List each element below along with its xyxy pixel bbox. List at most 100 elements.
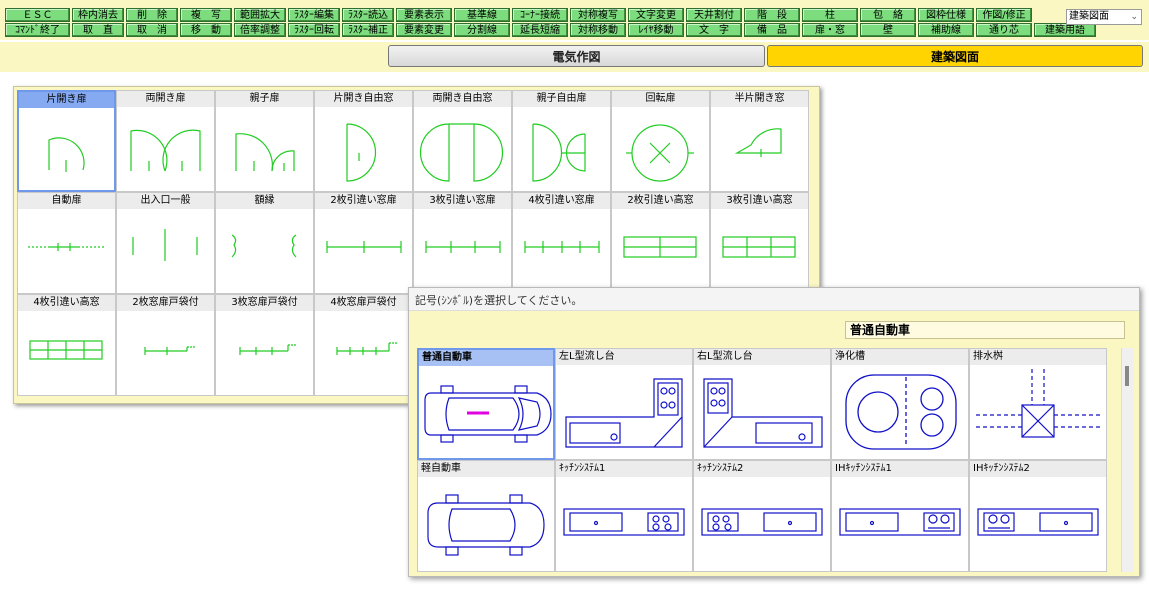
symbol-4-sliding-high-window[interactable]: 4枚引違い高窓 xyxy=(17,294,116,396)
symbol-3-sliding-high-window[interactable]: 3枚引違い高窓 xyxy=(710,192,809,294)
kitchen-system-1-icon xyxy=(563,508,685,536)
symbol-left-l-sink[interactable]: 左L型流し台 xyxy=(555,348,693,460)
delete-button[interactable]: 削 除 xyxy=(126,8,178,22)
layer-move-button[interactable]: ﾚｲﾔ移動 xyxy=(628,23,684,37)
mirror-move-button[interactable]: 対称移動 xyxy=(570,23,626,37)
column-button[interactable]: 柱 xyxy=(802,8,858,22)
clear-in-frame-button[interactable]: 枠内消去 xyxy=(72,8,124,22)
symbol-entrance-general[interactable]: 出入口一般 xyxy=(116,192,215,294)
symbol-label: 3枚引違い窓扉 xyxy=(414,193,511,209)
symbol-ih-kitchen-system-1[interactable]: IHｷｯﾁﾝｼｽﾃﾑ1 xyxy=(831,460,969,572)
symbol-double-free-window[interactable]: 両開き自由窓 xyxy=(413,90,512,192)
symbol-label: 2枚引違い高窓 xyxy=(612,193,709,209)
symbol-3-window-door-pocket[interactable]: 3枚窓扉戸袋付 xyxy=(215,294,314,396)
kitchen-system-2-icon xyxy=(701,508,823,536)
symbol-half-swing-window[interactable]: 半片開き窓 xyxy=(710,90,809,192)
symbol-ih-kitchen-system-2[interactable]: IHｷｯﾁﾝｼｽﾃﾑ2 xyxy=(969,460,1107,572)
raster-correct-button[interactable]: ﾗｽﾀｰ補正 xyxy=(342,23,394,37)
base-line-button[interactable]: 基準線 xyxy=(454,8,510,22)
parent-child-door-icon xyxy=(235,133,295,172)
symbol-single-swing-door[interactable]: 片開き扉 xyxy=(17,90,116,192)
undo-button[interactable]: 取 消 xyxy=(126,23,178,37)
symbol-label: 左L型流し台 xyxy=(556,349,692,365)
toolbar-row-2: ｺﾏﾝﾄﾞ終了 取 直 取 消 移 動 倍率調整 ﾗｽﾀｰ回転 ﾗｽﾀｰ補正 要… xyxy=(5,23,1098,38)
extend-shorten-button[interactable]: 延長短縮 xyxy=(512,23,568,37)
frame-spec-button[interactable]: 図枠仕様 xyxy=(918,8,974,22)
mode-tab-bar: 電気作図 建築図面 xyxy=(0,42,1149,72)
symbol-label: 親子扉 xyxy=(216,91,313,107)
tab-architecture[interactable]: 建築図面 xyxy=(767,45,1143,67)
ceiling-layout-button[interactable]: 天井割付 xyxy=(686,8,742,22)
symbol-parent-child-door[interactable]: 親子扉 xyxy=(215,90,314,192)
symbol-label: 4枚引違い高窓 xyxy=(18,295,115,311)
toolbar-row-1: ＥＳＣ 枠内消去 削 除 複 写 範囲拡大 ﾗｽﾀｰ編集 ﾗｽﾀｰ読込 要素表示… xyxy=(5,8,1034,23)
symbol-2-sliding-high-window[interactable]: 2枚引違い高窓 xyxy=(611,192,710,294)
symbol-label: IHｷｯﾁﾝｼｽﾃﾑ1 xyxy=(832,461,968,477)
symbol-automatic-door[interactable]: 自動扉 xyxy=(17,192,116,294)
symbol-standard-car[interactable]: 普通自動車 xyxy=(417,348,555,460)
single-free-window-icon xyxy=(346,123,377,182)
element-display-button[interactable]: 要素表示 xyxy=(396,8,452,22)
envelope-button[interactable]: 包 絡 xyxy=(860,8,916,22)
doors-windows-button[interactable]: 扉・窓 xyxy=(802,23,858,37)
symbol-label: 2枚窓扉戸袋付 xyxy=(117,295,214,311)
symbol-label: 片開き自由窓 xyxy=(315,91,412,107)
auxiliary-line-button[interactable]: 補助線 xyxy=(918,23,974,37)
architecture-terms-button[interactable]: 建築用語 xyxy=(1034,23,1096,37)
wall-button[interactable]: 壁 xyxy=(860,23,916,37)
mirror-copy-button[interactable]: 対称複写 xyxy=(570,8,626,22)
symbol-double-swing-door[interactable]: 両開き扉 xyxy=(116,90,215,192)
redo-button[interactable]: 取 直 xyxy=(72,23,124,37)
text-change-button[interactable]: 文字変更 xyxy=(628,8,684,22)
zoom-range-button[interactable]: 範囲拡大 xyxy=(234,8,286,22)
symbol-septic-tank[interactable]: 浄化槽 xyxy=(831,348,969,460)
raster-load-button[interactable]: ﾗｽﾀｰ読込 xyxy=(342,8,394,22)
symbol-right-l-sink[interactable]: 右L型流し台 xyxy=(693,348,831,460)
automatic-door-icon xyxy=(28,243,104,251)
symbol-single-free-window[interactable]: 片開き自由窓 xyxy=(314,90,413,192)
mode-select-value: 建築図面 xyxy=(1069,11,1109,22)
entrance-general-icon xyxy=(132,229,198,261)
4-sliding-door-icon xyxy=(524,241,600,253)
raster-edit-button[interactable]: ﾗｽﾀｰ編集 xyxy=(288,8,340,22)
symbol-4-sliding-door[interactable]: 4枚引違い窓扉 xyxy=(512,192,611,294)
move-button[interactable]: 移 動 xyxy=(180,23,232,37)
symbol-label: 3枚引違い高窓 xyxy=(711,193,808,209)
fixtures-button[interactable]: 備 品 xyxy=(744,23,800,37)
end-command-button[interactable]: ｺﾏﾝﾄﾞ終了 xyxy=(5,23,70,37)
corner-connect-button[interactable]: ｺｰﾅｰ接続 xyxy=(512,8,568,22)
ih-kitchen-system-2-icon xyxy=(977,508,1099,536)
symbol-kitchen-system-2[interactable]: ｷｯﾁﾝｼｽﾃﾑ2 xyxy=(693,460,831,572)
scrollbar-thumb[interactable] xyxy=(1125,366,1129,386)
symbol-3-sliding-door[interactable]: 3枚引違い窓扉 xyxy=(413,192,512,294)
symbol-2-sliding-door[interactable]: 2枚引違い窓扉 xyxy=(314,192,413,294)
3-sliding-door-icon xyxy=(425,241,501,253)
scale-adjust-button[interactable]: 倍率調整 xyxy=(234,23,286,37)
double-swing-door-icon xyxy=(130,129,201,172)
grid-line-button[interactable]: 通り芯 xyxy=(976,23,1032,37)
symbol-label: 半片開き窓 xyxy=(711,91,808,107)
stairs-button[interactable]: 階 段 xyxy=(744,8,800,22)
raster-rotate-button[interactable]: ﾗｽﾀｰ回転 xyxy=(288,23,340,37)
symbol-label: 右L型流し台 xyxy=(694,349,830,365)
2-window-door-pocket-icon xyxy=(144,346,195,355)
esc-button[interactable]: ＥＳＣ xyxy=(5,8,70,22)
mode-select[interactable]: 建築図面 ⌄ xyxy=(1066,9,1142,25)
divide-line-button[interactable]: 分割線 xyxy=(454,23,510,37)
fixture-symbol-dialog: 記号(ｼﾝﾎﾞﾙ)を選択してください。 普通自動車 普通自動車 左L型流し台 xyxy=(408,287,1140,577)
symbol-kei-car[interactable]: 軽自動車 xyxy=(417,460,555,572)
draw-edit-button[interactable]: 作図/修正 xyxy=(976,8,1032,22)
symbol-parent-child-free-door[interactable]: 親子自由扉 xyxy=(512,90,611,192)
symbol-drain-basin[interactable]: 排水桝 xyxy=(969,348,1107,460)
symbol-2-window-door-pocket[interactable]: 2枚窓扉戸袋付 xyxy=(116,294,215,396)
copy-button[interactable]: 複 写 xyxy=(180,8,232,22)
text-button[interactable]: 文 字 xyxy=(686,23,742,37)
element-change-button[interactable]: 要素変更 xyxy=(396,23,452,37)
symbol-revolving-door[interactable]: 回転扉 xyxy=(611,90,710,192)
symbol-kitchen-system-1[interactable]: ｷｯﾁﾝｼｽﾃﾑ1 xyxy=(555,460,693,572)
symbol-frame-trim[interactable]: 額縁 xyxy=(215,192,314,294)
symbol-4-window-door-pocket[interactable]: 4枚窓扉戸袋付 xyxy=(314,294,413,396)
command-toolbar: ＥＳＣ 枠内消去 削 除 複 写 範囲拡大 ﾗｽﾀｰ編集 ﾗｽﾀｰ読込 要素表示… xyxy=(0,0,1149,40)
tab-electric[interactable]: 電気作図 xyxy=(388,45,765,67)
symbol-list-scrollbar[interactable] xyxy=(1121,348,1134,572)
